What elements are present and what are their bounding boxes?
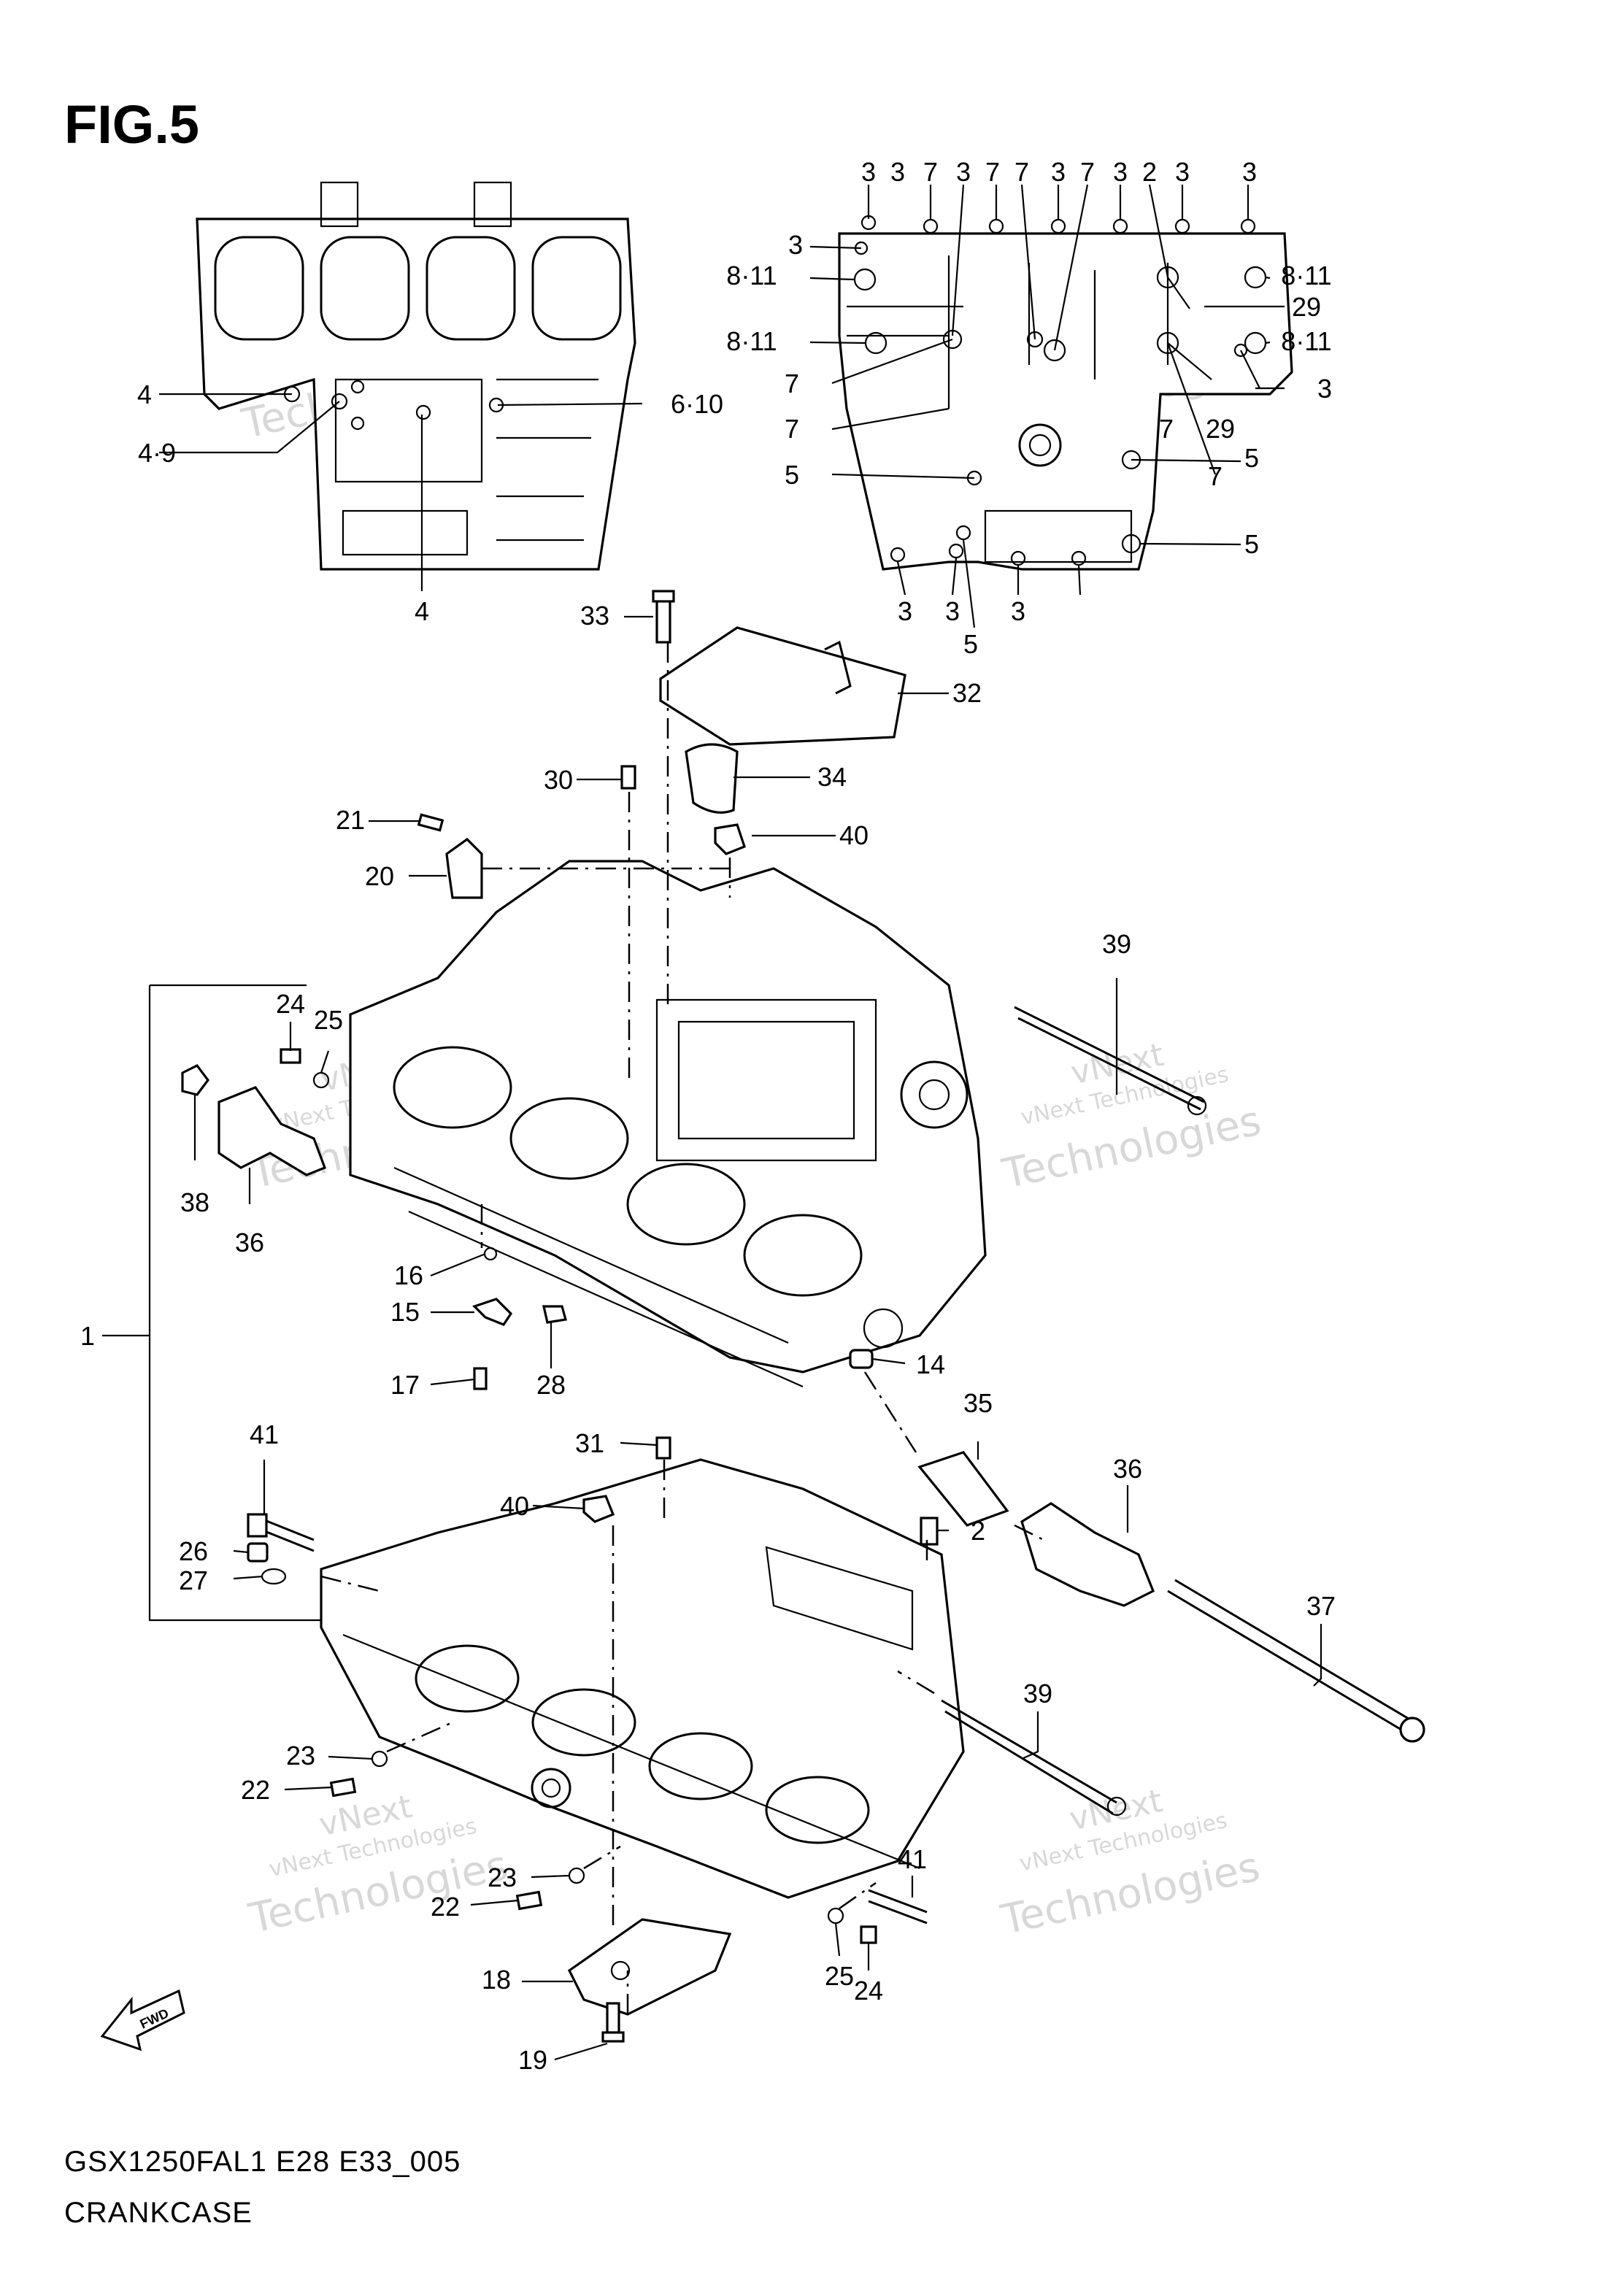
callout-c39b: 39 xyxy=(1023,1679,1052,1708)
callout-c38: 38 xyxy=(180,1187,209,1217)
callout-c5a: 5 xyxy=(785,460,799,490)
callout-c3g: 3 xyxy=(1242,157,1257,187)
callout-c2a: 2 xyxy=(1142,157,1157,187)
callout-c22a: 22 xyxy=(241,1775,270,1805)
alignment-lines xyxy=(320,642,1044,2014)
callout-c7d: 7 xyxy=(1080,157,1095,187)
callout-c3l: 3 xyxy=(1011,596,1025,626)
callout-c41a: 41 xyxy=(250,1419,279,1449)
callout-c7c: 7 xyxy=(1014,157,1029,187)
callout-c49: 4·9 xyxy=(138,438,176,468)
watermark-mid-right: vNext vNext Technologies Technologies xyxy=(998,1036,1265,1198)
callout-c29b: 29 xyxy=(1206,414,1235,444)
model-code: GSX1250FAL1 E28 E33_005 xyxy=(64,2146,461,2178)
callout-c3k: 3 xyxy=(945,596,960,626)
callout-c16: 16 xyxy=(394,1260,423,1290)
callout-c7b: 7 xyxy=(985,157,1000,187)
callout-c3b: 3 xyxy=(890,157,905,187)
callout-c3e: 3 xyxy=(1113,157,1128,187)
callout-c23a: 23 xyxy=(286,1741,315,1771)
figure-title: FIG.5 xyxy=(64,94,200,155)
callout-c36a: 36 xyxy=(235,1228,264,1257)
callout-c29a: 29 xyxy=(1292,292,1321,322)
callout-c27: 27 xyxy=(179,1565,208,1595)
callout-c24b: 24 xyxy=(854,1976,883,2006)
callout-c3a: 3 xyxy=(861,157,876,187)
callout-c4a: 4 xyxy=(137,380,152,409)
callout-c21: 21 xyxy=(336,805,365,835)
callout-c3d: 3 xyxy=(1051,157,1066,187)
callout-c4b: 4 xyxy=(415,596,429,626)
lower-crankcase-body xyxy=(320,1458,965,1899)
callout-c26: 26 xyxy=(179,1536,208,1566)
callout-c14: 14 xyxy=(916,1349,945,1379)
callout-c41b: 41 xyxy=(898,1844,927,1874)
callout-c3j: 3 xyxy=(898,596,912,626)
callout-c610: 6·10 xyxy=(671,389,723,419)
callout-c5d: 5 xyxy=(963,629,978,659)
callout-c7g: 7 xyxy=(1159,414,1174,444)
callout-c37: 37 xyxy=(1306,1591,1336,1621)
leader-lines xyxy=(102,184,1322,2061)
callout-c811d: 8·11 xyxy=(1281,326,1331,356)
callout-c5c: 5 xyxy=(1244,529,1259,559)
callout-c33: 33 xyxy=(580,601,609,631)
callout-c18: 18 xyxy=(482,1965,511,1995)
callout-c22b: 22 xyxy=(431,1892,460,1922)
callout-c35: 35 xyxy=(963,1388,993,1418)
callout-c1: 1 xyxy=(80,1321,95,1351)
callout-c3h: 3 xyxy=(788,230,803,260)
callout-c23b: 23 xyxy=(488,1862,517,1892)
watermark-bottom-left: vNext vNext Technologies Technologies xyxy=(245,1788,512,1943)
callout-c31: 31 xyxy=(575,1428,604,1458)
callout-c811a: 8·11 xyxy=(726,261,777,290)
watermark-bottom-right: vNext vNext Technologies Technologies xyxy=(996,1782,1263,1944)
callout-c40b: 40 xyxy=(500,1491,529,1521)
callout-c811b: 8·11 xyxy=(726,326,777,356)
lower-crankcase-bottom-view xyxy=(838,215,1293,571)
callout-c36b: 36 xyxy=(1113,1454,1142,1484)
callout-c39a: 39 xyxy=(1102,929,1131,959)
callout-c7f: 7 xyxy=(785,414,799,444)
callout-c20: 20 xyxy=(365,861,394,891)
callout-c30: 30 xyxy=(544,765,573,795)
callout-c7a: 7 xyxy=(923,157,938,187)
callout-c7e: 7 xyxy=(785,369,799,398)
callout-c7h: 7 xyxy=(1208,461,1223,491)
callout-c28: 28 xyxy=(536,1370,566,1400)
fwd-arrow-icon: FWD xyxy=(100,1989,185,2052)
callout-c32: 32 xyxy=(952,678,982,708)
upper-crankcase-body xyxy=(349,860,987,1388)
small-parts xyxy=(181,590,1425,2043)
callout-c15: 15 xyxy=(390,1297,420,1327)
callout-c17: 17 xyxy=(390,1370,420,1400)
callout-c5b: 5 xyxy=(1244,443,1259,473)
callout-c25b: 25 xyxy=(825,1961,854,1991)
oil-strainer-cover xyxy=(659,626,906,814)
oil-guard-plate xyxy=(567,1918,732,2016)
callout-c40a: 40 xyxy=(839,820,869,850)
callout-c34: 34 xyxy=(817,762,847,792)
callout-c2b: 2 xyxy=(971,1516,985,1546)
callout-c811c: 8·11 xyxy=(1281,261,1331,290)
callout-c19: 19 xyxy=(518,2045,547,2075)
callout-c3c: 3 xyxy=(956,157,971,187)
callout-c24a: 24 xyxy=(276,989,305,1019)
upper-crankcase-top-view xyxy=(196,181,636,571)
callout-c3f: 3 xyxy=(1175,157,1190,187)
callout-c3i: 3 xyxy=(1317,374,1332,404)
section-name: CRANKCASE xyxy=(64,2197,253,2229)
callout-c25a: 25 xyxy=(314,1005,343,1035)
